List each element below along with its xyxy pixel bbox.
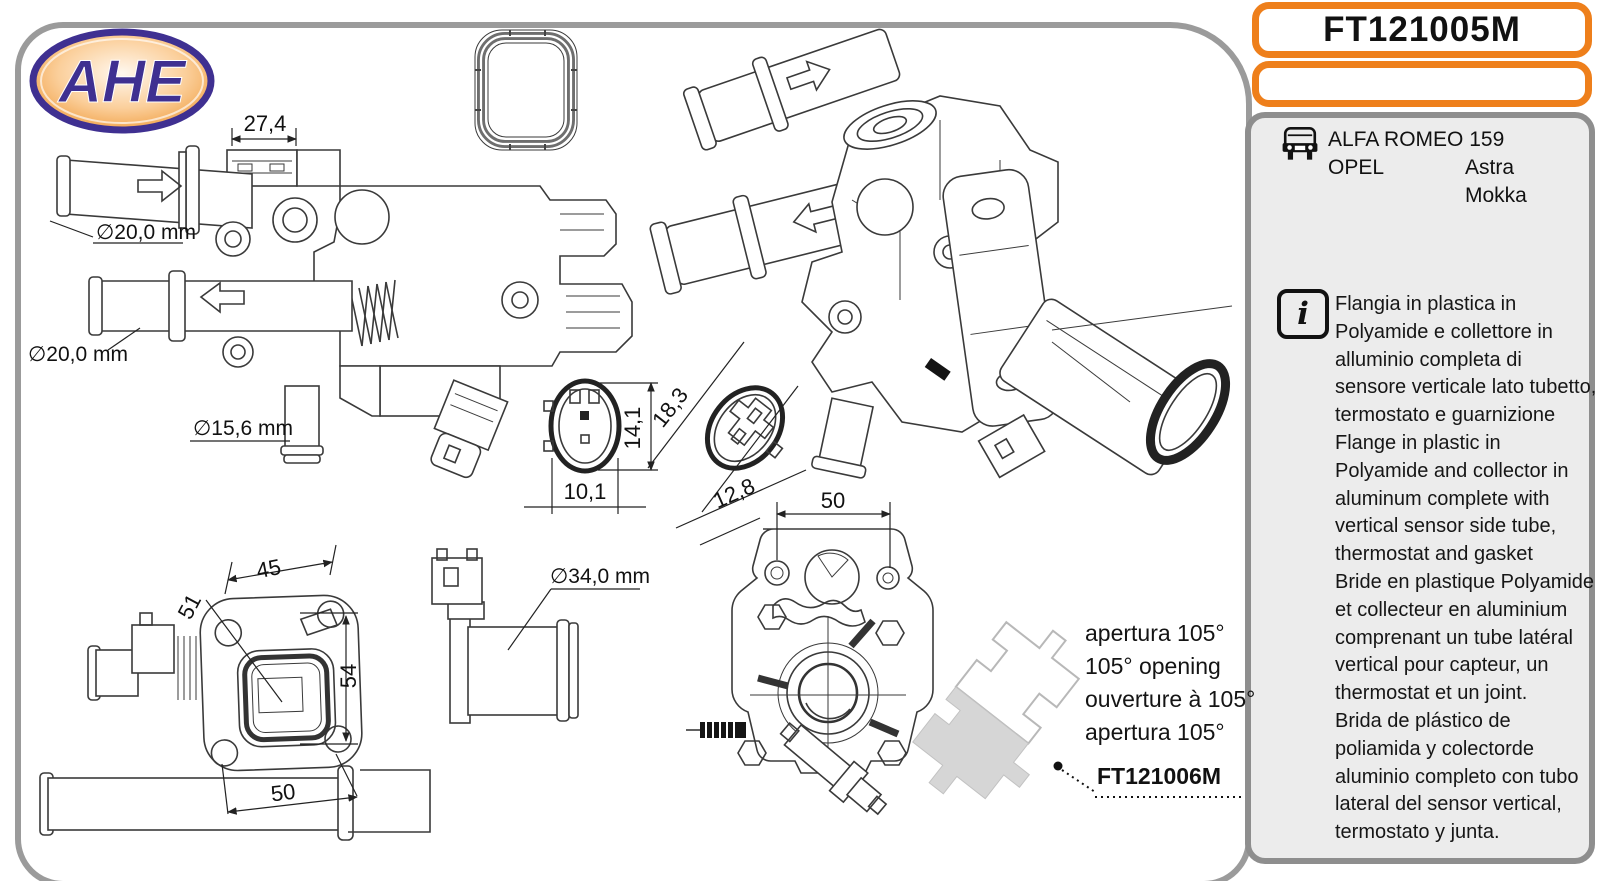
connector1-drawing [524,378,658,514]
part-number: FT121005M [1323,10,1521,49]
logo-text: AHE [57,48,188,115]
application-model: Mokka [1465,184,1527,207]
part-number-box: FT121005M [1252,2,1592,58]
dim-flange-top: 45 [254,554,283,583]
opening-angle-note: apertura 105° 105° opening ouverture à 1… [1085,620,1256,745]
dim-connector1-width: 10,1 [564,479,607,504]
related-part-number: FT121006M [1097,763,1222,789]
product-description: Flangia in plastica in Polyamide e colle… [1335,293,1597,844]
dim-pipe-bottom-diameter: ∅15,6 mm [193,417,293,440]
dim-flange-right: 54 [336,664,361,688]
logo-ellipse [29,28,215,134]
secondary-box [1252,61,1592,107]
info-icon: i [1277,289,1329,339]
dim-outlet-diameter: ∅34,0 mm [550,565,650,588]
application-row: OPEL Astra [1328,154,1527,182]
gasket-drawing [474,29,578,151]
related-part-silhouette [912,620,1248,800]
dim-connector1-height: 14,1 [620,407,645,450]
application-row: ALFA ROMEO 159 [1328,126,1527,154]
dim-connector2-height: 18,3 [647,383,693,432]
dim-flange-bottom: 50 [269,779,296,807]
isometric-view-drawing [649,28,1233,479]
dim-connector2-width: 12,8 [709,473,758,513]
applications-list: ALFA ROMEO 159 OPEL Astra Mokka [1328,126,1527,210]
side-view-drawing [49,128,633,479]
brand-logo: AHE [29,28,215,134]
dim-endview-width: 50 [821,488,845,513]
application-model: Astra [1465,156,1515,179]
flange-view-drawing [39,544,640,841]
vehicle-icon [1282,127,1318,160]
dim-cap-width: 27,4 [244,111,287,136]
application-make: OPEL [1328,156,1385,179]
dim-pipe-mid-diameter: ∅20,0 mm [28,343,128,366]
info-icon-glyph: i [1297,296,1309,332]
application-make [1328,182,1465,210]
dim-pipe-top-diameter: ∅20,0 mm [96,221,196,244]
details-sidebar [1245,112,1595,864]
connector2-drawing [647,341,807,546]
end-view-drawing [686,502,934,816]
application-row: Mokka [1328,182,1527,210]
dim-flange-left: 51 [173,590,207,623]
application-make: ALFA ROMEO 159 [1328,128,1505,151]
